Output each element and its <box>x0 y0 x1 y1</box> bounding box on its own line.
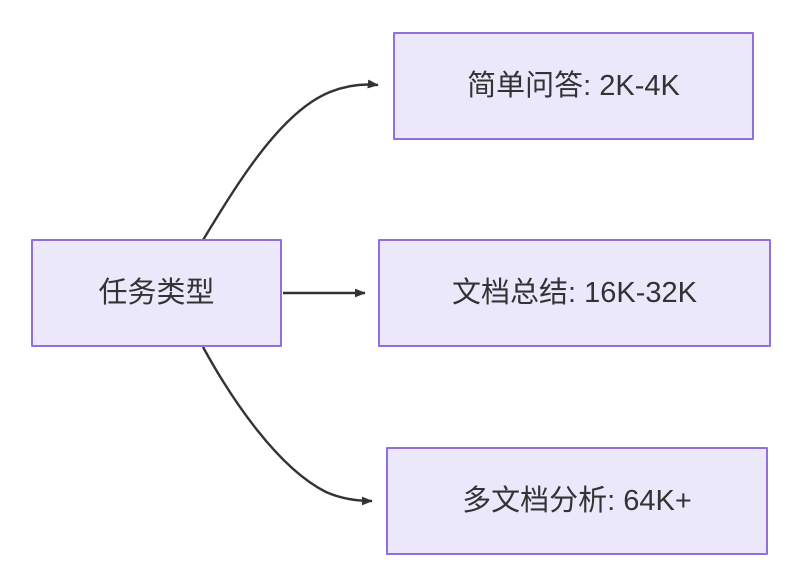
node-simple-qa[interactable]: 简单问答: 2K-4K <box>393 32 754 140</box>
node-simple-qa-label: 简单问答: 2K-4K <box>467 69 680 102</box>
node-task-type[interactable]: 任务类型 <box>31 239 282 347</box>
node-document-summary-label: 文档总结: 16K-32K <box>452 276 697 309</box>
node-multi-document-analysis[interactable]: 多文档分析: 64K+ <box>386 447 768 555</box>
edge-source-to-multidoc <box>201 346 373 506</box>
node-multi-document-analysis-label: 多文档分析: 64K+ <box>462 484 692 517</box>
edge-source-to-simple <box>201 79 379 241</box>
node-document-summary[interactable]: 文档总结: 16K-32K <box>378 239 771 347</box>
node-task-type-label: 任务类型 <box>98 276 215 309</box>
